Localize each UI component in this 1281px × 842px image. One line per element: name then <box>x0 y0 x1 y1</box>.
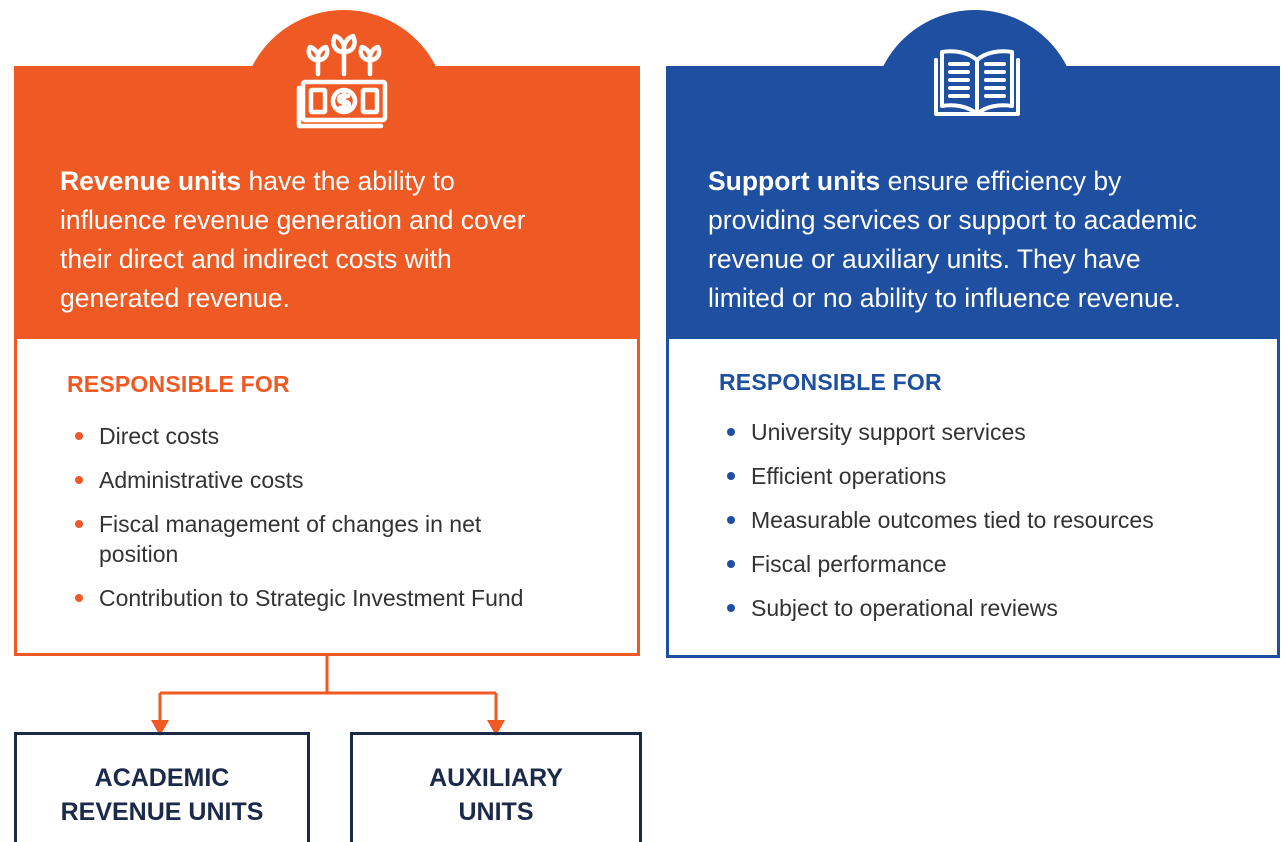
list-item: Subject to operational reviews <box>725 593 1154 623</box>
support-responsible-title: RESPONSIBLE FOR <box>719 369 942 395</box>
support-responsibilities: RESPONSIBLE FOR University support servi… <box>666 339 1280 658</box>
list-item: Contribution to Strategic Investment Fun… <box>73 583 523 613</box>
academic-revenue-units-box: ACADEMIC REVENUE UNITS <box>14 732 310 842</box>
support-lead-line: revenue or auxiliary units. They have <box>708 244 1141 274</box>
revenue-lead-line: influence revenue generation and cover <box>60 205 526 235</box>
open-book-icon <box>934 49 1020 116</box>
unit-label-line: UNITS <box>458 798 534 826</box>
list-item-text: Direct costs <box>99 423 220 449</box>
support-lead-line: providing services or support to academi… <box>708 205 1198 235</box>
support-responsibility-list: University support services Efficient op… <box>725 417 1154 637</box>
list-item-text: Fiscal management of changes in net <box>99 511 482 537</box>
list-item-text: position <box>99 541 179 567</box>
unit-label-line: AUXILIARY <box>429 764 563 792</box>
support-lead-bold: Support units <box>708 166 881 196</box>
list-item: Administrative costs <box>73 465 523 495</box>
revenue-lead-line: their direct and indirect costs with <box>60 244 452 274</box>
support-header: Support units ensure efficiency by provid… <box>666 66 1280 342</box>
support-description: Support units ensure efficiency by provid… <box>708 162 1250 318</box>
money-plant-icon <box>296 33 388 129</box>
unit-label-line: REVENUE UNITS <box>60 798 264 826</box>
revenue-responsibilities: RESPONSIBLE FOR Direct costs Administrat… <box>14 339 640 656</box>
list-item: Measurable outcomes tied to resources <box>725 505 1154 535</box>
list-item-text: Subject to operational reviews <box>751 595 1058 621</box>
list-item-text: Administrative costs <box>99 467 304 493</box>
auxiliary-units-box: AUXILIARY UNITS <box>350 732 642 842</box>
list-item-text: Efficient operations <box>751 463 947 489</box>
revenue-units-card: Revenue units have the ability to influen… <box>14 10 640 656</box>
auxiliary-units-label: AUXILIARY UNITS <box>353 761 639 829</box>
revenue-lead-line: generated revenue. <box>60 283 290 313</box>
list-item: Efficient operations <box>725 461 1154 491</box>
list-item: University support services <box>725 417 1154 447</box>
arrowhead-icon <box>151 720 169 736</box>
revenue-responsibility-list: Direct costs Administrative costs Fiscal… <box>73 421 523 627</box>
revenue-lead-line: have the ability to <box>241 166 455 196</box>
revenue-lead-bold: Revenue units <box>60 166 242 196</box>
support-lead-line: limited or no ability to influence reven… <box>708 283 1181 313</box>
unit-label-line: ACADEMIC <box>94 764 230 792</box>
revenue-responsible-title: RESPONSIBLE FOR <box>67 371 290 397</box>
arrowhead-icon <box>487 720 505 736</box>
list-item: Direct costs <box>73 421 523 451</box>
list-item: Fiscal management of changes in net posit… <box>73 509 523 569</box>
support-units-card: Support units ensure efficiency by provid… <box>666 10 1280 658</box>
list-item-text: Contribution to Strategic Investment Fun… <box>99 585 524 611</box>
list-item: Fiscal performance <box>725 549 1154 579</box>
revenue-description: Revenue units have the ability to influen… <box>60 162 610 318</box>
list-item-text: Measurable outcomes tied to resources <box>751 507 1154 533</box>
support-lead-line: ensure efficiency by <box>880 166 1122 196</box>
list-item-text: University support services <box>751 419 1026 445</box>
list-item-text: Fiscal performance <box>751 551 947 577</box>
academic-revenue-units-label: ACADEMIC REVENUE UNITS <box>17 761 307 829</box>
